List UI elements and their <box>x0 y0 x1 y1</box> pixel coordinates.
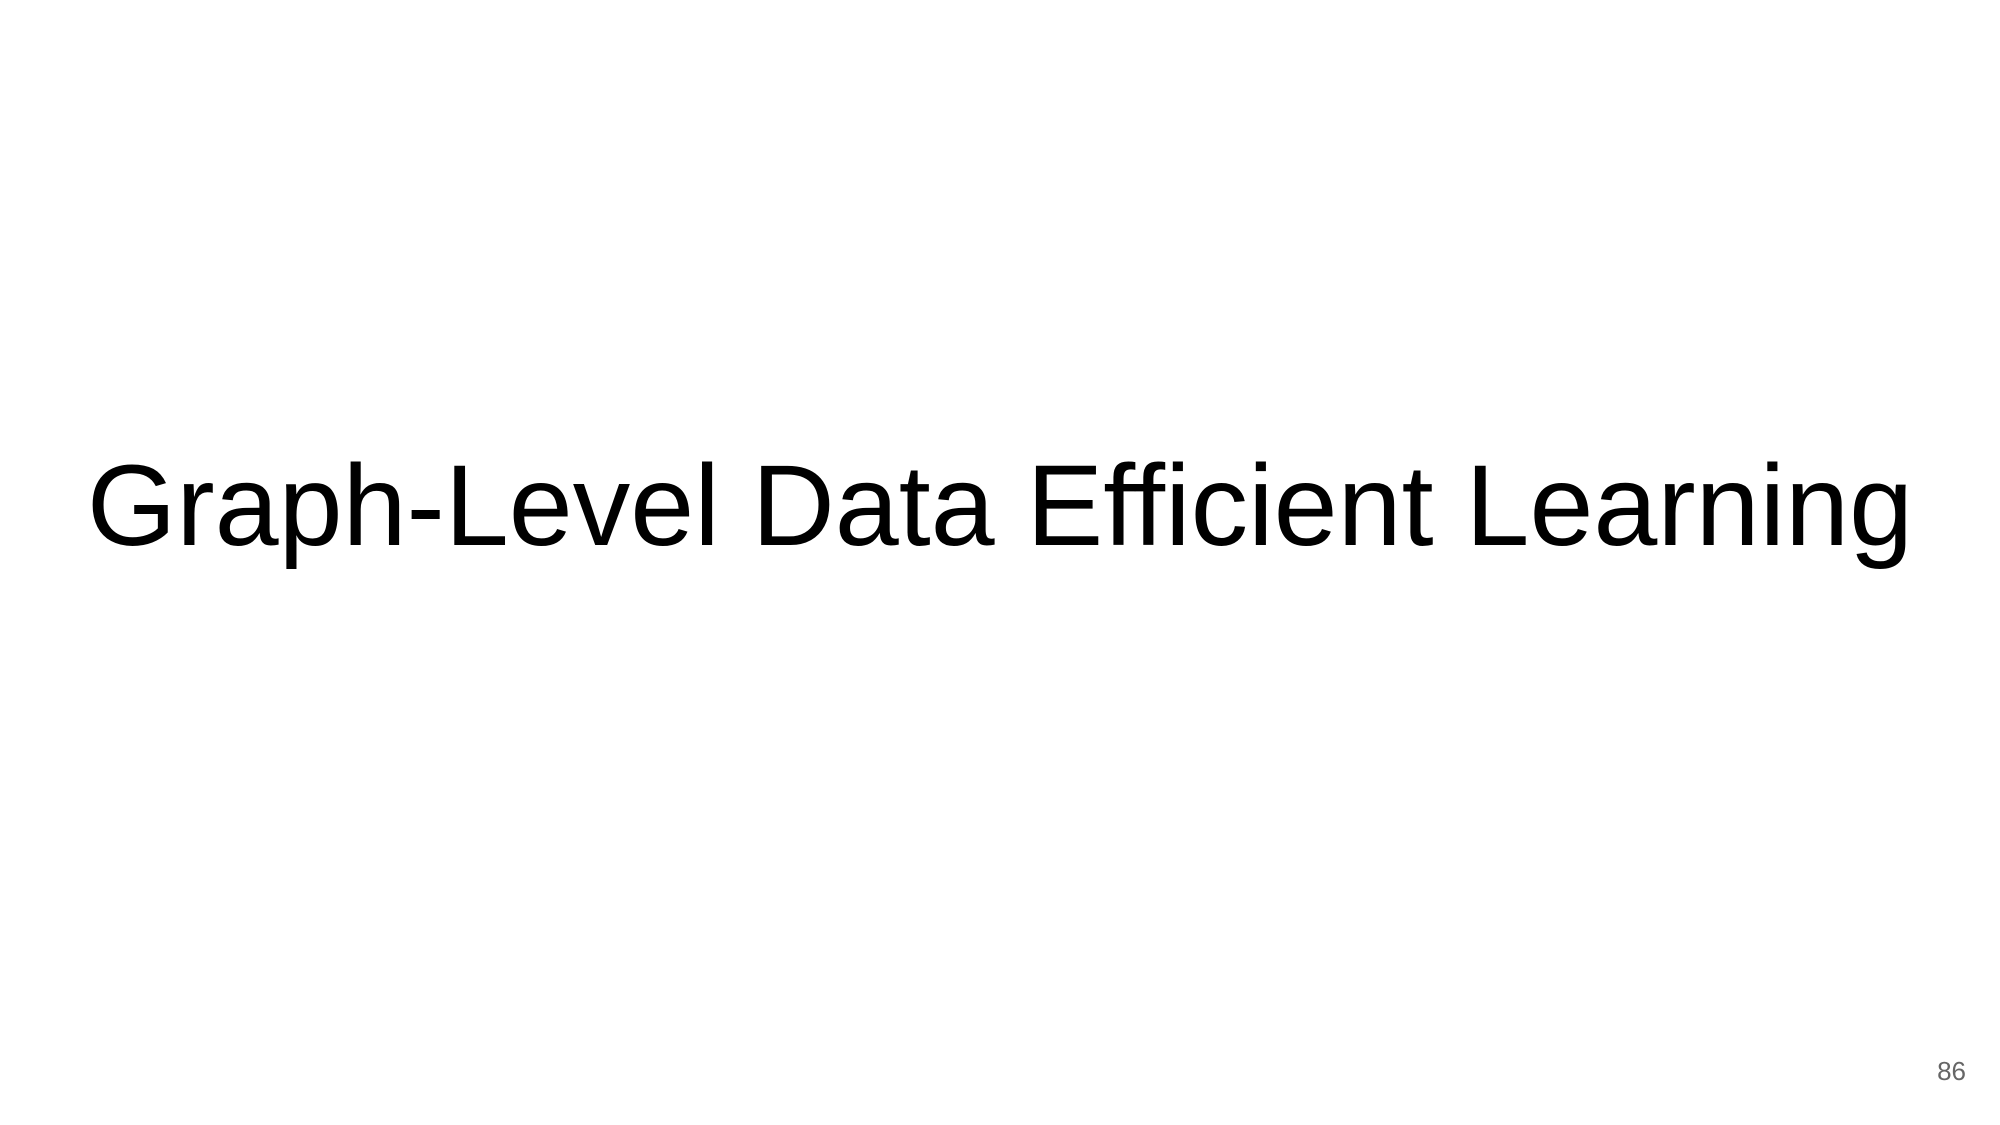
slide-page-number: 86 <box>1937 1056 1966 1086</box>
slide-title: Graph-Level Data Efficient Learning <box>86 442 1914 570</box>
